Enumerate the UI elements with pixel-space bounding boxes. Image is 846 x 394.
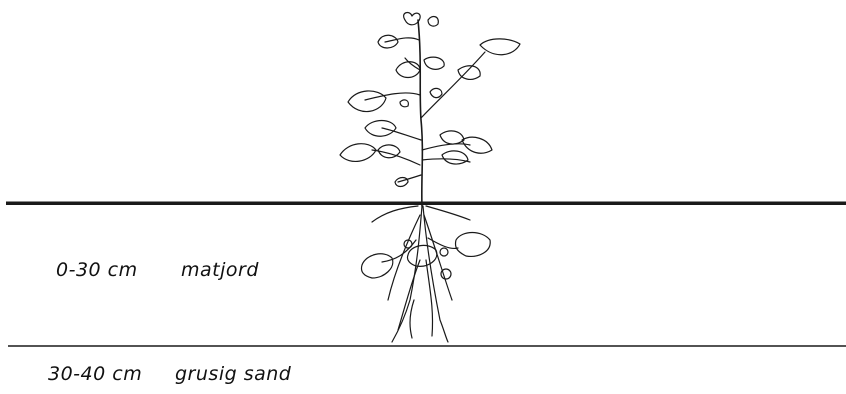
potato-tuber bbox=[440, 248, 448, 256]
ground-surface-line bbox=[6, 202, 846, 206]
potato-tuber bbox=[361, 254, 392, 278]
potato-tuber bbox=[407, 245, 436, 266]
potato-tuber bbox=[441, 269, 451, 279]
layer-1-depth-label: 0-30 cm bbox=[56, 259, 138, 281]
layer-2-depth-label: 30-40 cm bbox=[48, 363, 142, 385]
potato-plant-icon bbox=[340, 13, 520, 342]
potato-tuber bbox=[455, 233, 490, 257]
layer-2-name-label: grusig sand bbox=[175, 363, 291, 385]
layer-1-name-label: matjord bbox=[181, 259, 259, 281]
